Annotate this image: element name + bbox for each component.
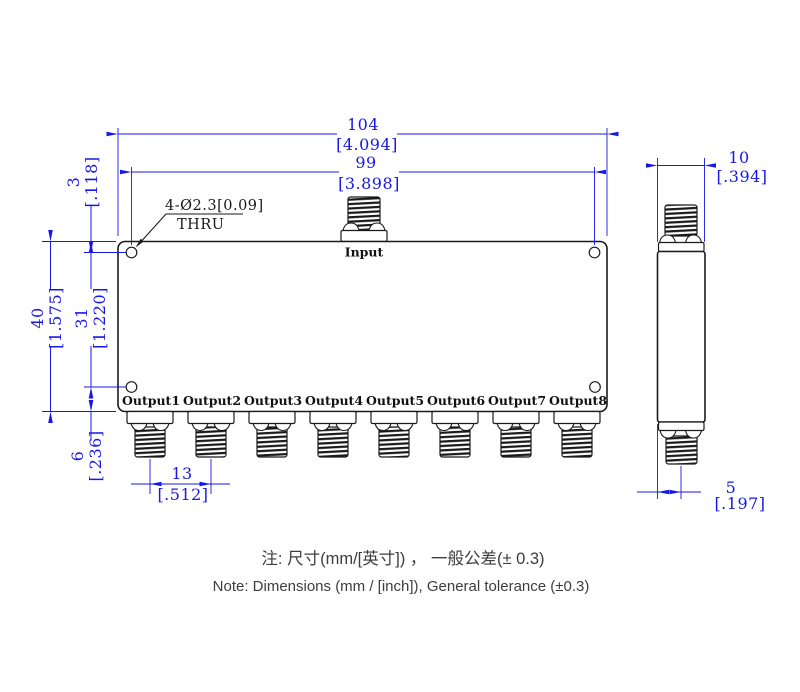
output8-threads	[561, 426, 593, 458]
side-top-flange	[657, 241, 705, 253]
output2-threads	[195, 426, 227, 458]
output3-label: Output3	[244, 393, 302, 408]
dim-span-mm: 99	[355, 153, 376, 172]
output-labels: Output1 Output2 Output3 Output4 Output5 …	[122, 393, 607, 408]
hole-top-left	[125, 246, 138, 259]
output-connector-1	[126, 410, 174, 458]
output1-threads	[134, 426, 166, 458]
output3-flange	[248, 410, 296, 425]
output6-label: Output6	[427, 393, 485, 408]
output-connector-3	[248, 410, 296, 458]
side-bottom-threads	[665, 435, 698, 465]
output6-flange	[431, 410, 479, 425]
output-connector-6	[431, 410, 479, 458]
dim-height-text: 40 [1.575]	[28, 287, 65, 349]
dim-botoffset-text: 6 [.236]	[68, 430, 105, 481]
hole-callout-thru: THRU	[177, 217, 224, 233]
hole-bottom-right	[589, 381, 601, 393]
output3-threads	[256, 426, 288, 458]
input-connector-flange	[340, 229, 388, 243]
leader-line	[137, 213, 243, 246]
dim-depth-mm: 10	[728, 148, 749, 167]
front-dimensions: 104 [4.094] 99 [3.898] 40 [1.575] 31 [1.…	[28, 115, 619, 504]
output5-threads	[378, 426, 410, 458]
dim-height-mm: 40	[28, 307, 47, 328]
output5-flange	[370, 410, 418, 425]
dim-depth-in: [.394]	[716, 167, 767, 186]
dim-vspan-in: [1.220]	[90, 287, 109, 349]
hole-callout: 4-Ø2.3[0.09] THRU	[135, 198, 264, 248]
output-connector-8	[553, 410, 601, 458]
mounting-holes	[125, 246, 601, 393]
dim-vspan-mm: 31	[72, 307, 91, 328]
dim-botoffset-mm: 6	[68, 451, 87, 462]
output6-threads	[439, 426, 471, 458]
divider-body	[117, 240, 608, 413]
dim-topoffset-text: 3 [.118]	[64, 156, 101, 207]
note-english: Note: Dimensions (mm / [inch]), General …	[213, 578, 590, 595]
output4-label: Output4	[305, 393, 363, 408]
output7-label: Output7	[488, 393, 546, 408]
note-chinese: 注: 尺寸(mm/[英寸]) ， 一般公差(± 0.3)	[261, 549, 544, 568]
output5-label: Output5	[366, 393, 424, 408]
dim-botoffset-in: [.236]	[86, 430, 105, 481]
output-connector-4	[309, 410, 357, 458]
output2-flange	[187, 410, 235, 425]
output4-flange	[309, 410, 357, 425]
dim-vspan-text: 31 [1.220]	[72, 287, 109, 349]
hole-top-right	[588, 246, 601, 259]
dim-width-mm: 104	[347, 115, 379, 134]
side-view	[656, 204, 706, 465]
output7-threads	[500, 426, 532, 458]
dim-pitch-in: [.512]	[157, 485, 208, 504]
leader-arrowhead	[135, 238, 144, 248]
output-connector-2	[187, 410, 235, 458]
front-view: Input	[117, 196, 608, 458]
output-connectors	[126, 410, 601, 458]
input-label: Input	[345, 245, 384, 260]
dim-connoffset-mm: 5	[726, 478, 737, 497]
output4-threads	[317, 426, 349, 458]
hole-callout-size: 4-Ø2.3[0.09]	[165, 198, 264, 214]
output1-flange	[126, 410, 174, 425]
dim-topoffset-mm: 3	[64, 177, 83, 188]
side-top-threads	[664, 204, 698, 237]
dim-topoffset-in: [.118]	[82, 156, 101, 207]
dim-height-in: [1.575]	[46, 287, 65, 349]
output1-label: Output1	[122, 393, 180, 408]
side-dimensions: 10 [.394] 5 [.197]	[637, 148, 767, 513]
hole-bottom-left	[125, 381, 138, 393]
side-body	[656, 250, 706, 423]
notes: 注: 尺寸(mm/[英寸]) ， 一般公差(± 0.3) Note: Dimen…	[213, 549, 590, 595]
dim-pitch-mm: 13	[171, 464, 192, 483]
dim-width-in: [4.094]	[336, 135, 398, 154]
output8-flange	[553, 410, 601, 425]
output8-label: Output8	[549, 393, 607, 408]
output2-label: Output2	[183, 393, 241, 408]
side-bottom-flange	[657, 421, 705, 432]
dim-span-in: [3.898]	[338, 174, 400, 193]
input-connector	[340, 196, 388, 243]
output7-flange	[492, 410, 540, 425]
output-connector-7	[492, 410, 540, 458]
dim-connoffset-in: [.197]	[714, 494, 765, 513]
output-connector-5	[370, 410, 418, 458]
